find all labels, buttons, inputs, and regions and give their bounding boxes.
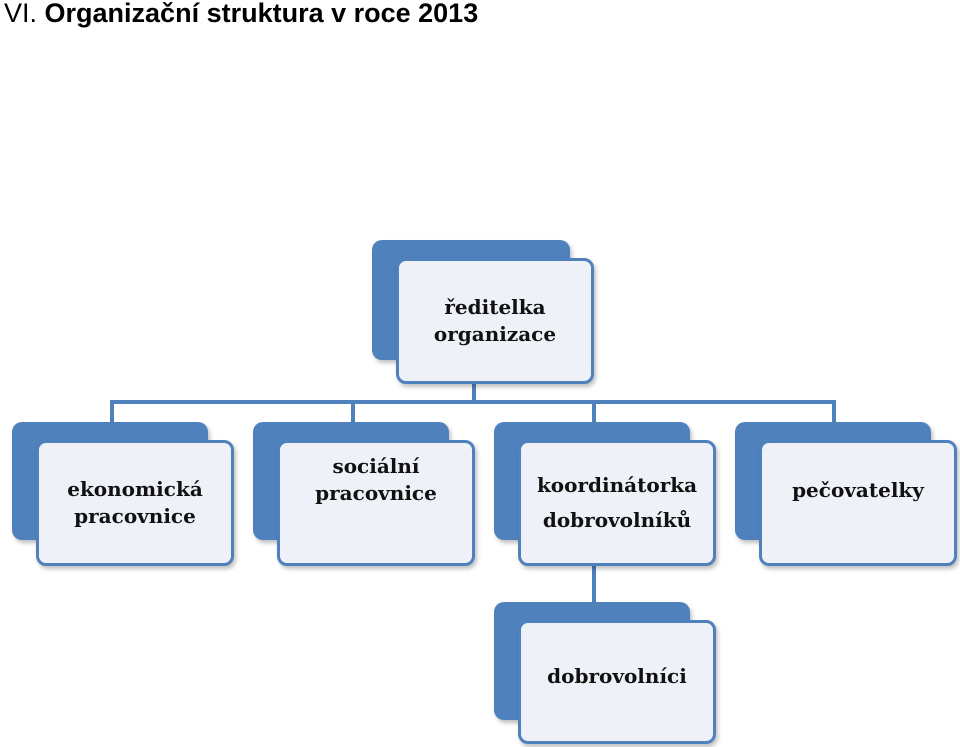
org-node-koordinatorka-label: koordinátorka dobrovolníků — [536, 473, 698, 532]
org-node-reditelka-front: ředitelka organizace — [396, 258, 594, 384]
page-title: VI. Organizační struktura v roce 2013 — [4, 0, 478, 29]
org-node-pecovatelky-front: pečovatelky — [759, 440, 957, 566]
org-node-reditelka-label: ředitelka organizace — [433, 295, 557, 346]
org-node-koordinatorka: koordinátorka dobrovolníků — [494, 422, 716, 567]
org-node-socialni: sociální pracovnice — [253, 422, 475, 567]
org-node-dobrovolnici: dobrovolníci — [494, 602, 718, 746]
org-node-pecovatelky: pečovatelky — [735, 422, 957, 567]
org-node-socialni-label: sociální pracovnice — [315, 454, 437, 505]
org-node-pecovatelky-label: pečovatelky — [792, 478, 924, 502]
org-node-dobrovolnici-front: dobrovolníci — [518, 620, 716, 744]
org-node-reditelka: ředitelka organizace — [372, 240, 596, 386]
org-node-socialni-front: sociální pracovnice — [277, 440, 475, 566]
page-title-number: VI. — [4, 0, 38, 28]
page-title-text: Organizační struktura v roce 2013 — [44, 0, 479, 28]
org-node-ekonomicka: ekonomická pracovnice — [12, 422, 234, 567]
org-node-dobrovolnici-label: dobrovolníci — [547, 664, 687, 688]
org-node-ekonomicka-front: ekonomická pracovnice — [36, 440, 234, 566]
org-node-koordinatorka-front: koordinátorka dobrovolníků — [518, 440, 716, 566]
org-node-ekonomicka-label: ekonomická pracovnice — [67, 477, 203, 528]
